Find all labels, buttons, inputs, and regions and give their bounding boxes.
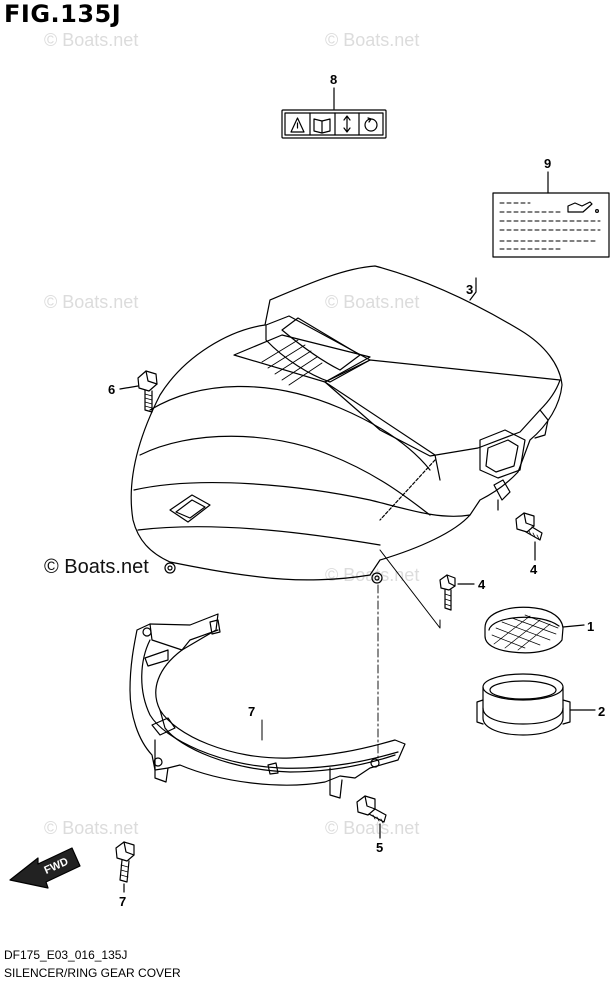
diagram-caption: SILENCER/RING GEAR COVER [4,966,181,980]
watermark: © Boats.net [44,30,139,50]
callout-number: 6 [108,382,115,397]
oil-label-part [492,192,610,258]
watermark-dark: © Boats.net [44,556,149,578]
vent-grille [281,317,361,371]
watermark: © Boats.net [44,292,139,312]
bolt-part-5 [137,370,158,413]
watermark: © Boats.net [325,818,420,838]
warning-triangle-icon [290,117,305,133]
bolt-part-7a [115,841,135,883]
bolt-part-4a [515,512,543,541]
rotation-icon [364,118,378,132]
oil-can-icon [567,201,593,213]
watermark: © Boats.net [325,292,420,312]
callout-number: 1 [587,619,594,634]
callout-number: 7 [248,704,255,719]
bolt-part-4b [439,574,456,611]
ring-gear-cover-part [129,613,406,799]
diagram-code: DF175_E03_016_135J [4,948,128,962]
callout-number: 4 [530,562,538,577]
callout-number: 4 [478,577,486,592]
callout-number: 9 [544,156,551,171]
silencer-element-part [484,606,564,654]
figure-title: FIG.135J [4,0,122,28]
callout-number: 8 [330,72,337,87]
callout-number: 3 [466,282,473,297]
fwd-direction-arrow [9,847,81,889]
callout-number: 5 [376,840,383,855]
watermark: © Boats.net [325,30,420,50]
warning-label-part [281,109,387,139]
bolt-part-7b [356,795,387,824]
silencer-cover-part [130,265,563,584]
callout-number: 7 [119,894,126,909]
watermark: © Boats.net [44,818,139,838]
seal-ring-part [476,673,571,736]
callout-number: 2 [598,704,605,719]
